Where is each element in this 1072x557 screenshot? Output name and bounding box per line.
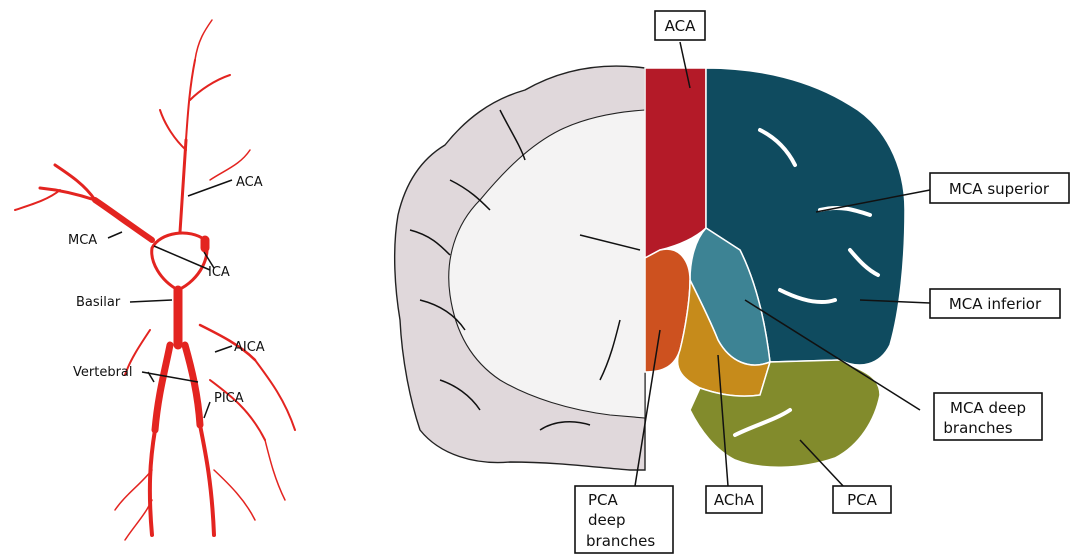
box-mca-inferior: MCA inferior [930, 289, 1060, 318]
box-mca-inferior-text: MCA inferior [949, 295, 1042, 313]
label-mca: MCA [68, 233, 97, 248]
box-mca-deep: MCA deep branches [934, 393, 1042, 440]
box-mca-superior-text: MCA superior [949, 180, 1050, 198]
territory-aca [645, 68, 706, 258]
box-acha-text: AChA [714, 491, 755, 509]
box-acha: AChA [706, 486, 762, 513]
leader-aica [215, 346, 232, 352]
box-pca: PCA [833, 486, 891, 513]
box-mca-deep-text-2: branches [943, 419, 1012, 437]
box-aca-text: ACA [665, 17, 696, 35]
label-aica: AICA [234, 340, 265, 355]
label-vertebral: Vertebral [73, 365, 133, 380]
box-pca-deep-text-3: branches [586, 532, 655, 550]
leader-pica [204, 402, 210, 418]
leader-mca [108, 232, 122, 238]
label-ica: ICA [208, 265, 230, 280]
label-basilar: Basilar [76, 295, 121, 310]
box-pca-deep-text-1: PCA [588, 491, 619, 509]
artery-tree: ACA MCA ICA Basilar AICA Vertebral PICA [15, 20, 295, 540]
leader-aca [188, 180, 232, 196]
label-pica: PICA [214, 391, 244, 406]
vessel-paths [15, 20, 295, 540]
box-pca-deep: PCA deep branches [575, 486, 673, 553]
box-mca-deep-text-1: MCA deep [950, 399, 1026, 417]
box-mca-superior: MCA superior [930, 173, 1069, 203]
label-aca: ACA [236, 175, 263, 190]
box-aca: ACA [655, 11, 705, 40]
box-pca-deep-text-2: deep [588, 511, 626, 529]
leader-basilar [130, 300, 172, 302]
box-pca-text: PCA [847, 491, 878, 509]
brain-coronal-section: ACA MCA superior MCA inferior MCA deep b… [395, 11, 1069, 553]
